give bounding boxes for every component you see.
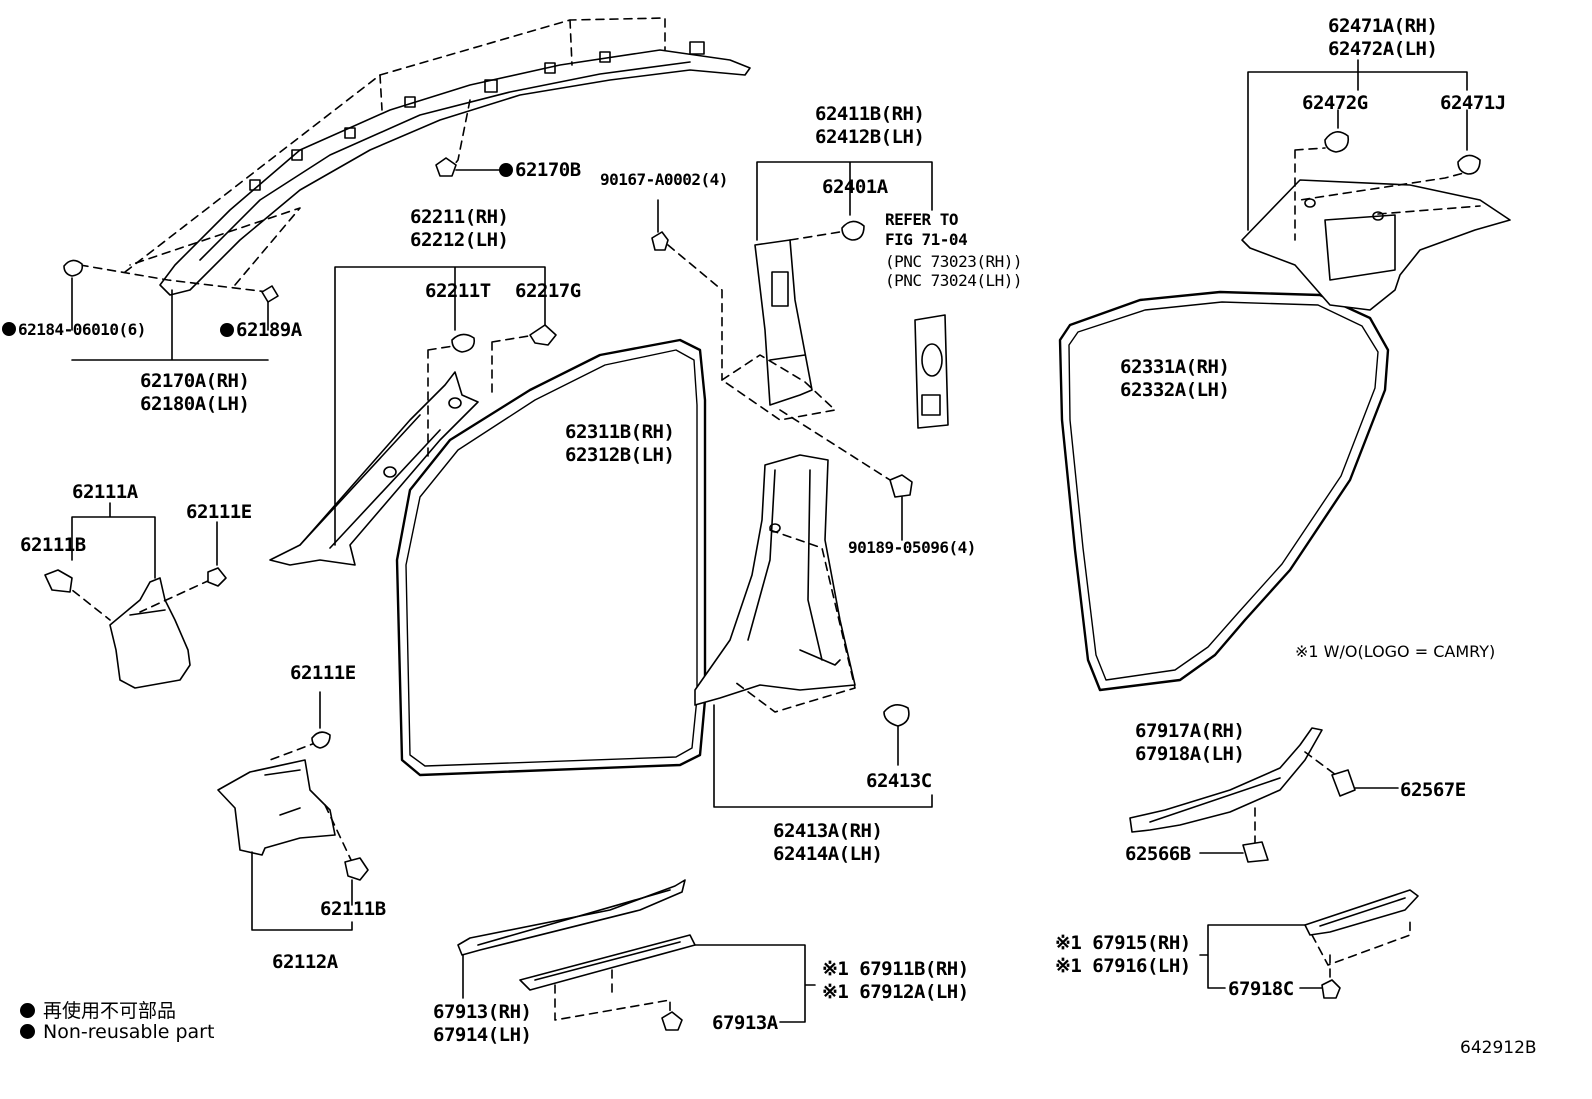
center-pillar-upper xyxy=(754,239,813,406)
non-reusable-dot-icon xyxy=(2,322,16,336)
label-62411B: 62411B(RH) xyxy=(815,103,925,125)
clip-62170B xyxy=(435,157,506,177)
label-62217G: 62217G xyxy=(515,280,581,302)
label-62471A: 62471A(RH) xyxy=(1328,15,1438,37)
label-67918C: 67918C xyxy=(1228,978,1294,1000)
non-reusable-dot-icon xyxy=(220,323,234,337)
clip-67918C xyxy=(1321,979,1341,999)
non-reusable-dot-icon xyxy=(20,1024,35,1039)
clip-62401A xyxy=(841,220,865,241)
label-62472A: 62472A(LH) xyxy=(1328,38,1438,60)
refer-note-line2: FIG 71-04 xyxy=(885,230,968,249)
label-67917A: 67917A(RH) xyxy=(1135,720,1245,742)
cowl-side-trim-lower xyxy=(217,759,336,856)
label-62111E-lower: 62111E xyxy=(290,662,356,684)
clip-62567E xyxy=(1331,769,1356,797)
legend-en: Non-reusable part xyxy=(20,1021,214,1043)
cowl-side-trim-upper xyxy=(109,577,191,689)
rear-door-weatherstrip xyxy=(1058,290,1390,692)
label-67913A: 67913A xyxy=(712,1012,778,1034)
label-67912A: ※1 67912A(LH) xyxy=(822,981,969,1003)
label-62111B-upper: 62111B xyxy=(20,534,86,556)
label-62111E-upper: 62111E xyxy=(186,501,252,523)
label-67914: 67914(LH) xyxy=(433,1024,532,1046)
label-62111B-lower: 62111B xyxy=(320,898,386,920)
clip-67913A xyxy=(661,1011,683,1031)
label-62112A: 62112A xyxy=(272,951,338,973)
front-door-weatherstrip xyxy=(395,338,707,777)
label-62412B: 62412B(LH) xyxy=(815,126,925,148)
figure-number: 642912B xyxy=(1460,1038,1537,1058)
clip-62471J xyxy=(1457,154,1481,175)
label-62111A: 62111A xyxy=(72,481,138,503)
clip-90189 xyxy=(889,474,913,541)
label-62414A: 62414A(LH) xyxy=(773,843,883,865)
clip-62217G xyxy=(529,324,557,346)
label-90189: 90189-05096(4) xyxy=(848,538,976,557)
rear-scuff-garnish xyxy=(1129,727,1323,833)
label-62211T: 62211T xyxy=(425,280,491,302)
label-67915: ※1 67915(RH) xyxy=(1055,932,1191,954)
w-o-logo-note: ※1 W/O(LOGO = CAMRY) xyxy=(1295,642,1496,661)
label-90167: 90167-A0002(4) xyxy=(600,170,728,189)
front-scuff-plate xyxy=(457,879,686,956)
clip-62111E-upper xyxy=(207,567,227,587)
clip-62111B-lower xyxy=(344,857,369,881)
non-reusable-dot-icon xyxy=(20,1003,35,1018)
label-62331A: 62331A(RH) xyxy=(1120,356,1230,378)
label-67918A: 67918A(LH) xyxy=(1135,743,1245,765)
label-62211: 62211(RH) xyxy=(410,206,509,228)
non-reusable-dot-icon xyxy=(499,163,513,177)
refer-note-line3: (PNC 73023(RH)) xyxy=(885,252,1023,271)
clip-62413C xyxy=(883,704,910,766)
center-pillar-lower xyxy=(694,454,856,706)
label-62311B: 62311B(RH) xyxy=(565,421,675,443)
rear-scuff-plate xyxy=(1304,889,1419,936)
label-67916: ※1 67916(LH) xyxy=(1055,955,1191,977)
label-62170B: 62170B xyxy=(499,159,581,181)
label-62184: 62184-06010(6) xyxy=(2,320,146,340)
label-62566B: 62566B xyxy=(1125,843,1191,865)
label-62312B: 62312B(LH) xyxy=(565,444,675,466)
label-62413C: 62413C xyxy=(866,770,932,792)
label-67913: 67913(RH) xyxy=(433,1001,532,1023)
label-62180A: 62180A(LH) xyxy=(140,393,250,415)
label-62189A: 62189A xyxy=(220,319,302,341)
clip-62472G xyxy=(1324,131,1350,153)
label-62401A: 62401A xyxy=(822,176,888,198)
label-62413A: 62413A(RH) xyxy=(773,820,883,842)
refer-note-line1: REFER TO xyxy=(885,210,959,229)
label-62170A: 62170A(RH) xyxy=(140,370,250,392)
clip-62211T xyxy=(451,333,476,353)
roof-rail-guides xyxy=(79,17,666,293)
label-62567E: 62567E xyxy=(1400,779,1466,801)
front-scuff-insert xyxy=(519,934,696,991)
screw-90167 xyxy=(651,199,669,251)
clip-62111E-lower xyxy=(311,731,331,749)
legend-jp: 再使用不可部品 xyxy=(20,996,176,1023)
front-pillar-garnish xyxy=(269,371,479,566)
clip-62189A xyxy=(261,285,279,303)
clip-62111B-upper xyxy=(44,569,73,593)
label-62212: 62212(LH) xyxy=(410,229,509,251)
label-62332A: 62332A(LH) xyxy=(1120,379,1230,401)
label-62472G: 62472G xyxy=(1302,92,1368,114)
label-62471J: 62471J xyxy=(1440,92,1506,114)
clip-62184 xyxy=(63,259,84,277)
quarter-trim xyxy=(1241,179,1511,311)
roof-rail-garnish xyxy=(159,41,751,296)
label-67911B: ※1 67911B(RH) xyxy=(822,958,969,980)
seatbelt-retractor xyxy=(914,314,949,429)
refer-note-line4: (PNC 73024(LH)) xyxy=(885,271,1023,290)
clip-62566B xyxy=(1242,841,1269,863)
